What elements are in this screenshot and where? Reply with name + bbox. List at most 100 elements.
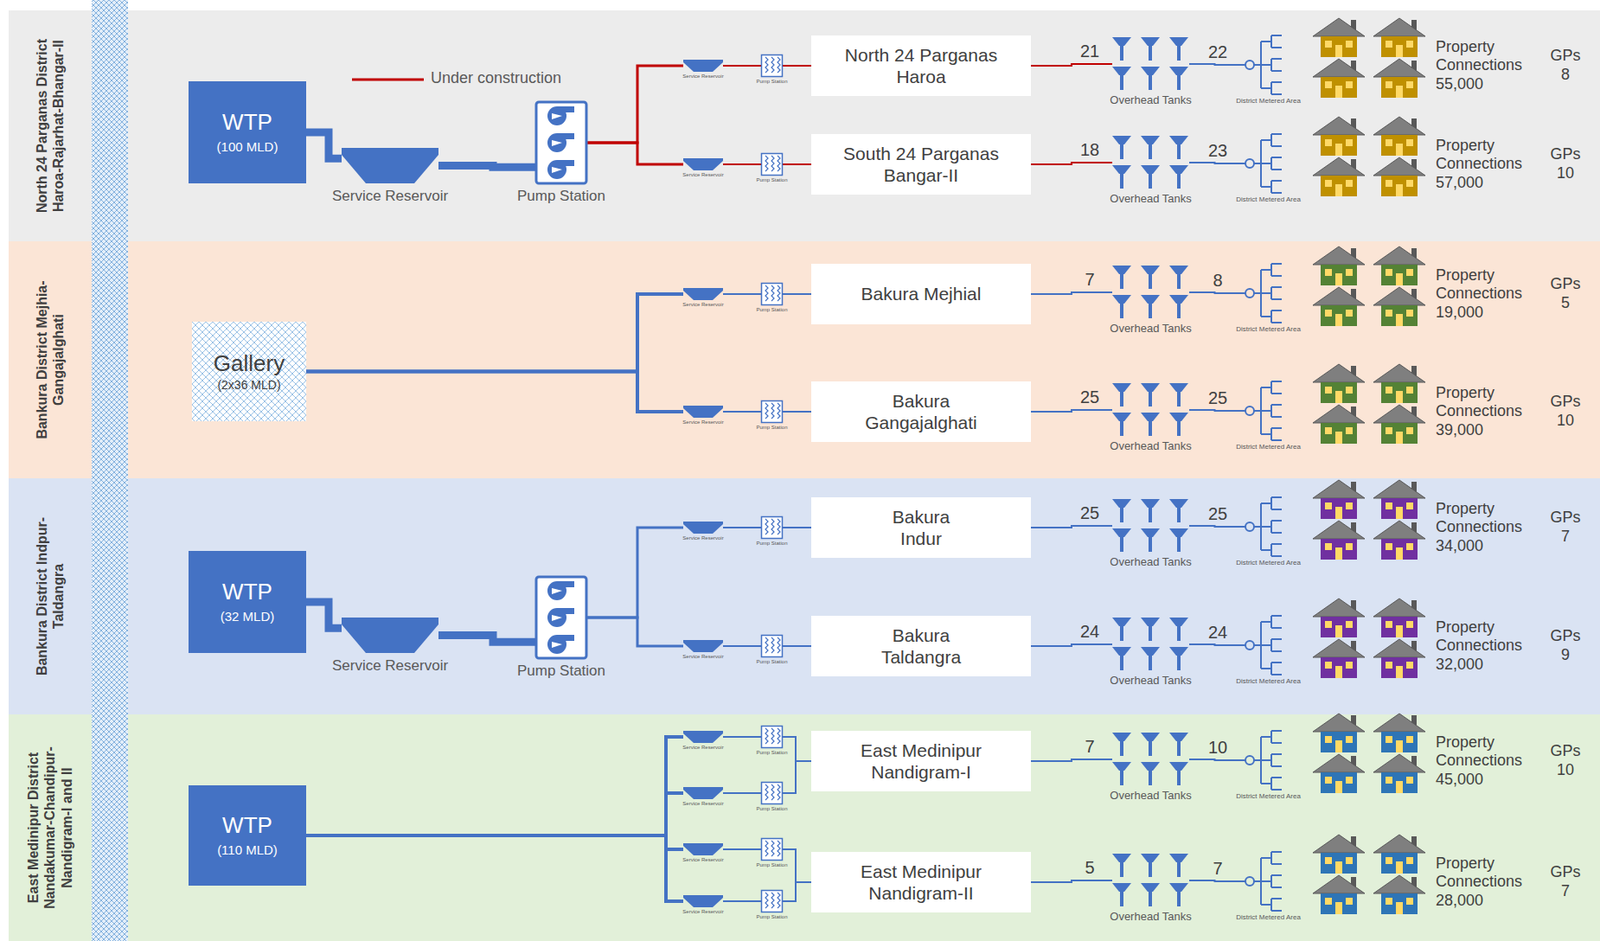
shape-label: District Metered Area <box>1235 97 1301 105</box>
house-icon <box>1373 116 1426 156</box>
small-reservoir: Service Reservoir <box>683 843 724 856</box>
shape-label: Pump Station <box>755 659 788 665</box>
band-label: Bankura District Indpur-Taldangra <box>8 478 92 715</box>
overhead-tanks: Overhead Tanks <box>1112 383 1190 437</box>
house-icon <box>1312 364 1365 404</box>
plant-capacity: (100 MLD) <box>217 140 279 155</box>
metered-area-icon <box>1240 262 1297 324</box>
pipe-connector <box>306 835 684 850</box>
pump-shape <box>536 576 587 659</box>
shape-label: Service Reservoir <box>682 301 724 308</box>
pipe-connector <box>306 835 684 902</box>
shape-label: Service Reservoir <box>682 744 724 750</box>
pipe-connector <box>782 736 812 762</box>
pipe-connector <box>782 645 812 647</box>
reservoir-shape <box>683 640 724 653</box>
pipe-connector <box>723 848 762 851</box>
shape-label: Service Reservoir <box>682 73 724 79</box>
metered-area-icon <box>1240 34 1297 96</box>
legend-text: Under construction <box>430 70 562 88</box>
plant-capacity: (110 MLD) <box>217 843 278 858</box>
small-reservoir: Service Reservoir <box>683 158 724 171</box>
metered-area-icon <box>1240 729 1297 791</box>
block-box: North 24 Parganas Haroa <box>811 35 1031 96</box>
shape-label: Pump Station <box>755 914 788 920</box>
house-icon <box>1373 713 1426 753</box>
band-fill <box>8 241 1600 479</box>
tank-icons <box>1112 135 1190 190</box>
pipe-count: 25 <box>1208 505 1228 523</box>
pipe-connector <box>782 410 812 413</box>
shape-label: Service Reservoir <box>682 172 724 178</box>
block-name: Bakura Mejhial <box>860 282 982 305</box>
pipe-connector <box>1189 525 1241 527</box>
pipe-count: 25 <box>1080 388 1100 406</box>
pipe-count: 24 <box>1208 623 1228 641</box>
house-icon <box>1373 598 1426 638</box>
pump-shape <box>761 516 783 539</box>
pipe-connector <box>306 736 684 836</box>
band-label: East Medinipur District Nandakumar-Chand… <box>8 714 92 941</box>
small-pump-station: Pump Station <box>761 54 783 77</box>
pipe-connector <box>1030 409 1113 412</box>
house-icon <box>1373 834 1426 874</box>
overhead-tanks: Overhead Tanks <box>1112 37 1190 91</box>
pipe-count: 21 <box>1080 42 1100 60</box>
small-pump-station: Pump Station <box>761 889 783 913</box>
small-reservoir: Service Reservoir <box>683 895 724 908</box>
shape-label: Service Reservoir <box>332 658 448 673</box>
small-reservoir: Service Reservoir <box>683 59 724 72</box>
shape-label: Pump Station <box>755 307 788 313</box>
shape-label: Pump Station <box>755 862 788 868</box>
tank-icons <box>1112 853 1190 908</box>
gallery-name: Gallery <box>213 351 285 377</box>
pipe-count: 7 <box>1212 859 1223 877</box>
pump-shape <box>761 400 783 423</box>
house-icon <box>1312 116 1365 156</box>
district-band: North 24 Parganas District Haroa-Rajarha… <box>8 10 1600 242</box>
tank-icons <box>1112 732 1190 787</box>
shape-label: Overhead Tanks <box>1109 674 1191 686</box>
reservoir-shape <box>683 288 724 301</box>
shape-label: District Metered Area <box>1235 443 1301 451</box>
pipe-connector <box>438 166 537 168</box>
shape-label: District Metered Area <box>1235 326 1301 333</box>
pipe-connector <box>1030 880 1113 883</box>
tank-icons <box>1112 499 1190 553</box>
pump-shape <box>761 634 783 658</box>
legend-sample <box>352 78 424 82</box>
house-icon <box>1312 287 1365 327</box>
gp-count: GPs 7 <box>1548 863 1583 901</box>
river-strip <box>91 0 128 941</box>
house-icon <box>1312 713 1365 753</box>
pipe-connector <box>782 761 812 794</box>
shape-label: District Metered Area <box>1235 678 1301 685</box>
small-reservoir: Service Reservoir <box>683 288 724 301</box>
overhead-tanks: Overhead Tanks <box>1112 617 1190 672</box>
metered-area-icon <box>1240 851 1297 912</box>
overhead-tanks: Overhead Tanks <box>1112 499 1190 553</box>
house-icon <box>1373 246 1426 286</box>
block-box: East Medinipur Nandigram-I <box>811 730 1031 792</box>
metered-area: District Metered Area <box>1240 34 1297 96</box>
gp-count: GPs 10 <box>1548 742 1583 780</box>
shape-label: Overhead Tanks <box>1109 789 1191 801</box>
small-pump-station: Pump Station <box>761 516 783 539</box>
metered-area: District Metered Area <box>1240 133 1297 194</box>
band-fill <box>8 10 1600 242</box>
house-icon <box>1312 157 1365 197</box>
small-pump-station: Pump Station <box>761 781 783 805</box>
pipe-connector <box>1189 644 1241 646</box>
pipe-count: 25 <box>1080 504 1100 522</box>
house-icon <box>1373 404 1426 444</box>
pipe-connector <box>1189 880 1241 882</box>
band-label: Bankura District Mejhia-Gangajalghati <box>8 241 92 479</box>
tank-icons <box>1112 37 1190 91</box>
shape-label: Service Reservoir <box>332 188 448 204</box>
pipe-connector <box>1189 64 1241 65</box>
pump-shape <box>536 102 587 184</box>
reservoir-shape <box>683 59 724 72</box>
small-reservoir: Service Reservoir <box>683 730 724 743</box>
house-icon <box>1373 58 1426 98</box>
